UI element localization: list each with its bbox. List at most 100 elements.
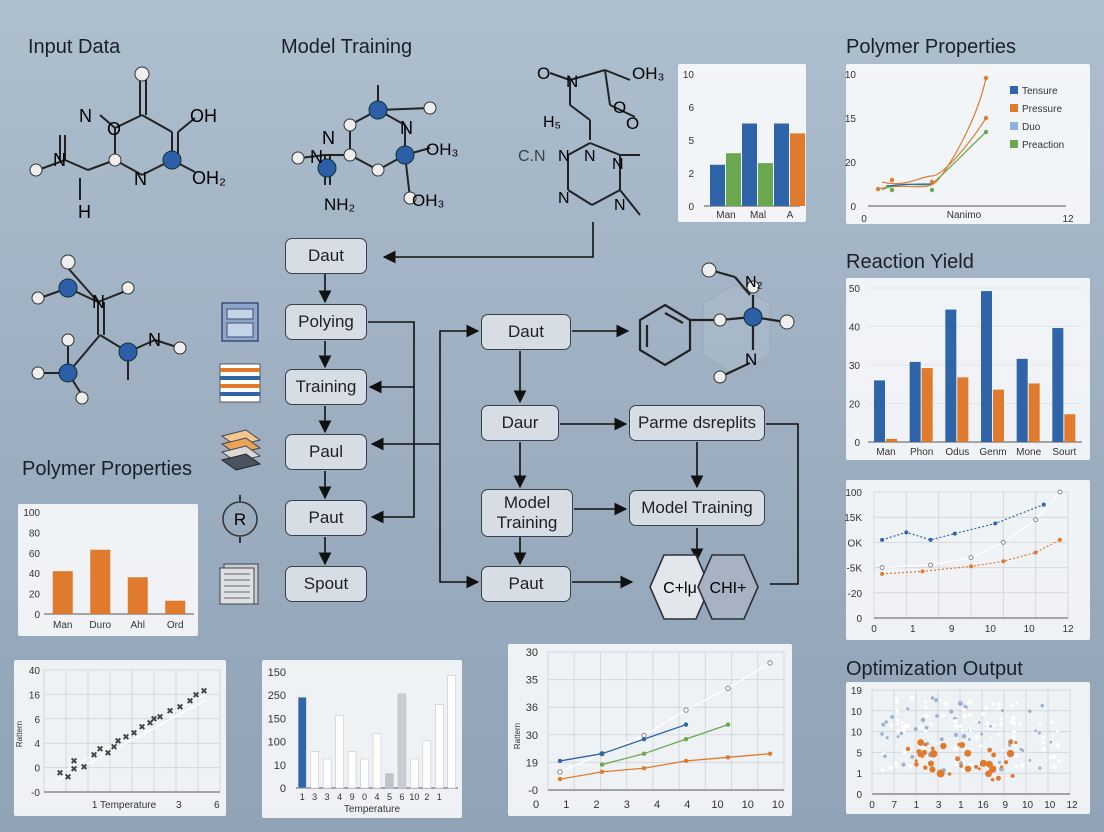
y-tick-label: 2 — [688, 169, 694, 180]
scatter-point — [894, 761, 898, 766]
flow-node-paul[interactable]: Paul — [285, 434, 367, 470]
x-tick-label: 3 — [312, 792, 317, 802]
data-point — [929, 179, 935, 185]
data-point — [1033, 550, 1038, 555]
scatter-point — [1015, 701, 1019, 705]
flow-node-spout[interactable]: Spout — [285, 566, 367, 602]
scatter-point — [923, 765, 928, 770]
scatter-point — [1028, 709, 1032, 713]
x-tick-label: 0 — [871, 624, 877, 635]
scatter-point — [953, 718, 958, 724]
data-point — [641, 751, 647, 756]
flow-node-parme[interactable]: Parme dsreplits — [629, 405, 765, 441]
x-tick-label: 6 — [214, 800, 220, 811]
series-line — [559, 724, 687, 762]
scatter-point — [1040, 746, 1046, 752]
flow-node-polying[interactable]: Polying — [285, 304, 367, 340]
series-line — [877, 77, 987, 190]
scatter-point — [1051, 741, 1055, 745]
svg-text:O: O — [107, 119, 121, 139]
bar — [372, 733, 382, 789]
bar — [385, 773, 394, 789]
scatter-point — [1051, 754, 1057, 760]
scatter-point — [979, 744, 983, 748]
scatter-point — [940, 742, 947, 750]
scatter-point: ✖ — [122, 732, 130, 742]
scatter-point — [974, 734, 980, 740]
scatter-point — [909, 695, 915, 701]
flow-node-daut-mid[interactable]: Daut — [481, 314, 571, 350]
scatter-point — [1051, 734, 1055, 738]
y-tick-label: 80 — [29, 528, 41, 539]
scatter-point — [905, 707, 910, 711]
optimization-output-title: Optimization Output — [846, 658, 1023, 680]
trend-line — [57, 693, 207, 775]
scatter-point — [1011, 720, 1016, 726]
x-tick-label: 10 — [772, 799, 784, 811]
scatter-point — [955, 756, 961, 762]
scatter-point — [999, 722, 1004, 727]
scatter-point — [922, 746, 926, 750]
scatter-point — [985, 770, 992, 778]
scatter-point — [1012, 729, 1016, 734]
scatter-point — [985, 721, 990, 726]
series-line — [601, 724, 729, 766]
flow-node-training[interactable]: Training — [285, 369, 367, 405]
y-tick-label: 40 — [29, 666, 41, 677]
x-tick-label: 9 — [350, 792, 355, 802]
scatter-point — [957, 701, 963, 707]
flow-node-daur[interactable]: Daur — [481, 405, 559, 441]
svg-text:N: N — [400, 118, 413, 138]
x-tick-label: Ord — [167, 620, 184, 631]
scatter-point — [895, 708, 899, 712]
svg-text:N: N — [310, 147, 323, 167]
data-point — [557, 758, 563, 764]
y-tick-label: 0 — [34, 764, 40, 775]
data-point — [952, 531, 957, 536]
hexagon-pair[interactable]: C+lμ CHI+ — [634, 553, 774, 621]
data-point — [683, 707, 689, 713]
bar — [1064, 414, 1076, 442]
series-line — [559, 753, 771, 780]
scatter-point: ✖ — [192, 690, 200, 700]
bar — [1052, 328, 1064, 442]
y-tick-label: 19 — [526, 757, 538, 769]
x-tick-label: 6 — [399, 792, 404, 802]
scatter-point — [964, 749, 972, 757]
data-point — [557, 776, 563, 782]
scatter-point — [880, 768, 885, 773]
scatter-point — [921, 749, 928, 756]
svg-text:N: N — [558, 190, 570, 207]
x-tick-label: 1 — [914, 800, 920, 811]
scatter-point — [884, 720, 888, 724]
scatter-point: ✖ — [56, 768, 64, 778]
scatter-point — [923, 742, 928, 747]
y-axis-title: Rattern — [513, 723, 522, 749]
x-tick-label: 5 — [387, 792, 392, 802]
x-tick-label: 9 — [1003, 800, 1009, 811]
x-tick-label: 1 — [300, 792, 305, 802]
x-tick-label: 4 — [337, 792, 342, 802]
x-tick-label: 1 — [910, 624, 916, 635]
flow-node-paut-mid[interactable]: Paut — [481, 566, 571, 602]
scatter-point — [1052, 764, 1057, 769]
bar — [758, 163, 773, 206]
x-tick-label: Man — [876, 447, 895, 458]
data-point — [641, 766, 647, 771]
flow-node-model-training-mid[interactable]: Model Training — [481, 489, 573, 537]
x-tick-label: Duro — [89, 620, 111, 631]
flow-node-paut-left[interactable]: Paut — [285, 500, 367, 536]
y-tick-label: 10 — [845, 70, 857, 81]
scatter-point: ✖ — [150, 714, 158, 724]
bar — [410, 758, 419, 789]
flow-node-daut[interactable]: Daut — [285, 238, 367, 274]
scatter-point — [1048, 755, 1053, 760]
scatter-point — [927, 760, 934, 767]
flow-node-model-training-right[interactable]: Model Training — [629, 490, 765, 526]
x-tick-label: 10 — [1044, 800, 1056, 811]
scatter-point — [1041, 735, 1046, 739]
scatter-point — [953, 746, 958, 751]
scatter-point — [880, 732, 884, 736]
